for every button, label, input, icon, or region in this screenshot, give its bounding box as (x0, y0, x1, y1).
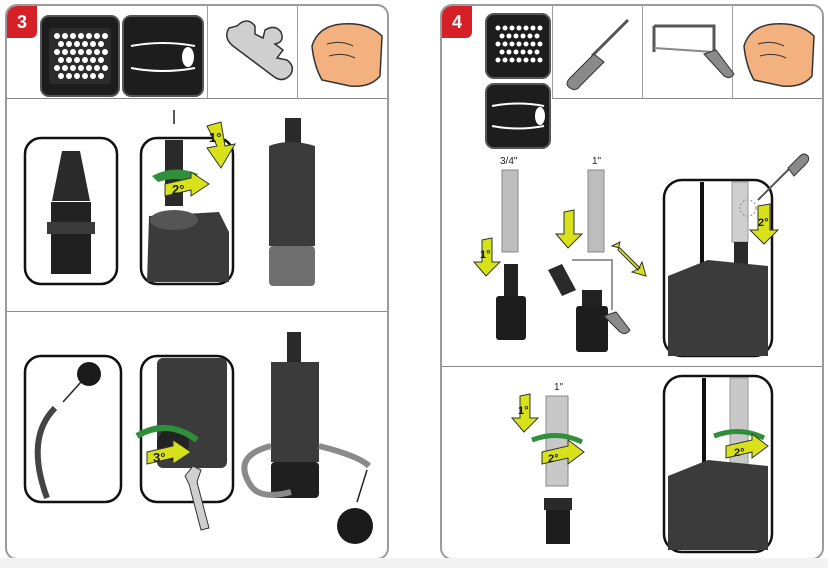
hacksaw-icon (652, 24, 735, 79)
screwdriver-icon (566, 18, 630, 91)
tool-divider (642, 6, 643, 98)
size-label: 1" (554, 382, 564, 393)
step-number-badge: 4 (442, 6, 472, 38)
step-panel-3: 3 (5, 4, 389, 560)
step-label: 2° (548, 453, 559, 465)
three-quarter-filter-assembly: 3/4" 1° (472, 156, 526, 340)
tightening-detail: 3° (135, 354, 235, 531)
wrench-icon (226, 20, 294, 81)
step-label: 1° (209, 130, 221, 145)
connector-install-detail: 2° 1° (139, 110, 236, 286)
step-number-badge: 3 (7, 6, 37, 38)
connector-screw-detail: 2° (662, 153, 810, 358)
step-panel-4: 4 (440, 4, 824, 560)
float-switch-detail (23, 354, 123, 504)
pipe-install-detail: 2° (662, 374, 774, 554)
filter-grid-icon (40, 15, 120, 97)
one-inch-pipe-assembly: 1" 1° 2° (510, 382, 585, 544)
one-inch-filter-assembly: 1" (548, 156, 647, 352)
step-label: 1° (518, 405, 529, 417)
step-label: 1° (480, 249, 491, 261)
section-divider (442, 366, 822, 367)
step-label: 2° (172, 182, 184, 197)
step-label: 3° (153, 450, 165, 465)
section-divider (7, 311, 387, 312)
hose-connector-detail (23, 136, 119, 286)
tool-divider (297, 6, 298, 98)
step-label: 2° (734, 447, 745, 459)
size-label: 1" (592, 156, 602, 167)
size-label: 3/4" (500, 156, 518, 167)
pump-with-float-illustration (241, 332, 373, 544)
footer-bar (0, 558, 828, 568)
pump-illustration (269, 118, 315, 286)
tool-divider (732, 6, 733, 98)
hose-band-icon (122, 15, 204, 97)
hand-icon (311, 23, 383, 88)
filter-grid-icon (485, 13, 551, 79)
header-divider (7, 98, 387, 99)
hose-band-icon (485, 83, 551, 149)
tool-divider (207, 6, 208, 98)
hand-icon (743, 23, 815, 88)
header-divider (552, 98, 822, 99)
tool-divider (552, 6, 553, 98)
step-label: 2° (758, 217, 769, 229)
